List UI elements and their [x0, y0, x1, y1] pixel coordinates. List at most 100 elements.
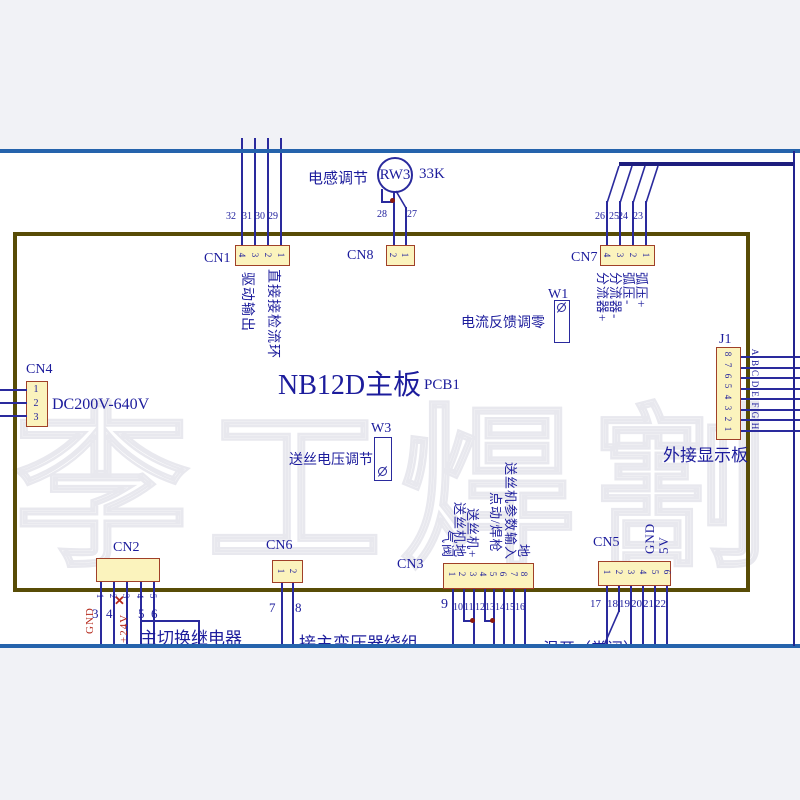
cn2-connector	[96, 558, 160, 582]
top-frame-line	[0, 149, 800, 153]
current-feedback-label: 电流反馈调零	[461, 316, 545, 331]
wire-number: 30	[255, 211, 265, 222]
wire	[254, 138, 256, 246]
wire	[741, 419, 800, 421]
wire	[0, 389, 27, 391]
wire-number: 14	[495, 602, 505, 613]
wire	[645, 201, 647, 245]
cn3-label: CN3	[397, 557, 424, 572]
wire	[632, 201, 634, 245]
wire-number: 12	[475, 602, 485, 613]
wire	[463, 620, 474, 622]
wire	[630, 586, 632, 645]
wire	[381, 189, 383, 202]
board-subtitle: PCB1	[424, 377, 460, 393]
wire-number: 23	[633, 211, 643, 222]
wire	[198, 620, 200, 645]
wire-number: 6	[151, 606, 158, 621]
pin-number: 4	[602, 252, 612, 258]
transformer-winding-label: 接主变压器绕组	[299, 634, 418, 647]
wire	[741, 388, 800, 390]
external-display-label: 外接显示板	[663, 446, 748, 465]
wire	[0, 402, 27, 404]
wire-letter: D	[750, 380, 760, 388]
pin-number: 3	[33, 412, 39, 423]
watermark: 李工焊割	[13, 393, 786, 590]
wire	[741, 398, 800, 400]
pin-number: 7	[723, 362, 733, 368]
wire-number: 28	[377, 209, 387, 220]
cn8-connector	[386, 245, 415, 266]
bottom-margin	[0, 648, 800, 800]
cn8-label: CN8	[347, 248, 374, 263]
pin-number: 8	[723, 351, 733, 357]
right-frame-line	[793, 151, 795, 646]
potentiometer-icon	[557, 303, 566, 312]
wire-number: 15	[505, 602, 515, 613]
pin-number: 3	[615, 252, 625, 258]
wire	[513, 589, 515, 645]
top-margin	[0, 0, 800, 149]
cn3-connector	[443, 563, 534, 589]
pin-number: 1	[723, 426, 733, 432]
wire-number: 20	[631, 598, 642, 610]
wire	[606, 201, 608, 245]
wire	[113, 582, 115, 645]
pin-number: 2	[263, 252, 273, 258]
cn5-label: CN5	[593, 535, 620, 550]
inductance-adjust-label: 电感调节	[308, 171, 369, 187]
wire	[484, 589, 486, 622]
cn6-label: CN6	[266, 538, 293, 553]
cn7-signal: 弧压+	[634, 272, 649, 309]
wire-letter: C	[750, 369, 760, 376]
junction-dot	[470, 618, 475, 623]
pin-number: 6	[723, 373, 733, 379]
wire	[463, 589, 465, 622]
cn5-connector	[598, 561, 671, 586]
wire	[267, 138, 269, 246]
wire-number: 10	[453, 602, 463, 613]
wire-number: 17	[590, 598, 601, 610]
board-title: NB12D主板	[278, 370, 422, 401]
wire-number: 31	[242, 211, 252, 222]
wire	[493, 589, 495, 645]
wire-letter: G	[750, 411, 760, 419]
cn1-signal: 驱动输出	[239, 272, 254, 332]
wire	[741, 356, 800, 358]
w1-label: W1	[548, 287, 569, 302]
cn4-voltage-label: DC200V-640V	[52, 396, 150, 413]
wire	[126, 582, 128, 645]
cn3-signal: 地	[516, 544, 531, 559]
wire-number: 25	[609, 211, 619, 222]
rw3-potentiometer: RW3	[377, 157, 413, 193]
cn5-5v-label: 5V	[656, 536, 671, 554]
wire-number: 32	[226, 211, 236, 222]
wire-number: 8	[295, 600, 302, 615]
wire-letter: B	[750, 359, 760, 366]
wire	[452, 589, 454, 645]
cn1-label: CN1	[204, 251, 231, 266]
wire	[241, 138, 243, 246]
wire	[524, 589, 526, 645]
wire-letter: H	[750, 422, 760, 430]
wire-number: 22	[655, 598, 666, 610]
wire-letter: F	[750, 402, 760, 408]
wire-number: 16	[515, 602, 525, 613]
rw3-name: RW3	[379, 166, 411, 183]
wire-number: 7	[269, 600, 276, 615]
potentiometer-icon	[378, 467, 387, 476]
j1-connector	[716, 347, 741, 440]
wire	[393, 191, 395, 245]
junction-dot	[390, 198, 395, 203]
wire	[741, 377, 800, 379]
bottom-frame-line	[0, 644, 800, 648]
cn4-label: CN4	[26, 362, 53, 377]
wire	[141, 620, 199, 622]
cn6-connector	[272, 560, 303, 583]
wire	[619, 201, 621, 245]
pin-number: 1	[400, 252, 410, 258]
pin-number: 2	[388, 252, 398, 258]
pin-number: 1	[276, 252, 286, 258]
main-relay-label: 主切换继电器	[140, 629, 242, 647]
pcb-board-outline	[13, 232, 750, 592]
